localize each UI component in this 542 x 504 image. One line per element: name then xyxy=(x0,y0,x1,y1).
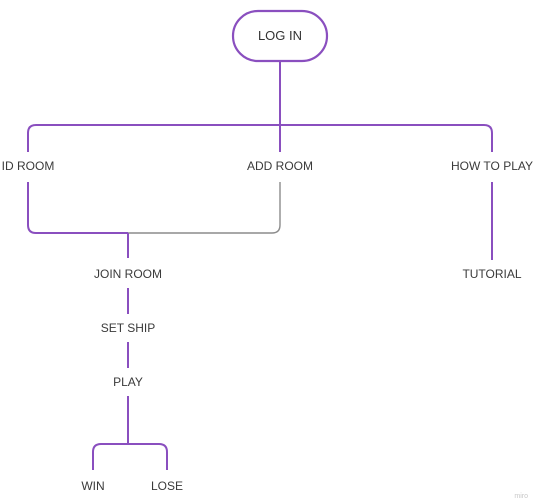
add-room-label[interactable]: ADD ROOM xyxy=(247,159,313,173)
connector-top-bar xyxy=(27,124,493,152)
how-to-play-label[interactable]: HOW TO PLAY xyxy=(451,159,533,173)
play-label[interactable]: PLAY xyxy=(113,375,143,389)
watermark: miro xyxy=(514,493,528,500)
set-ship-label[interactable]: SET SHIP xyxy=(101,321,155,335)
connector-add-room-to-join xyxy=(128,182,281,234)
connector-id-room-to-join xyxy=(27,182,128,234)
login-node-label: LOG IN xyxy=(258,28,302,43)
win-label[interactable]: WIN xyxy=(81,479,104,493)
id-room-label[interactable]: ID ROOM xyxy=(2,159,55,173)
join-room-label[interactable]: JOIN ROOM xyxy=(94,267,162,281)
tutorial-label[interactable]: TUTORIAL xyxy=(462,267,521,281)
connector-branch-win-lose xyxy=(92,443,168,470)
lose-label[interactable]: LOSE xyxy=(151,479,183,493)
